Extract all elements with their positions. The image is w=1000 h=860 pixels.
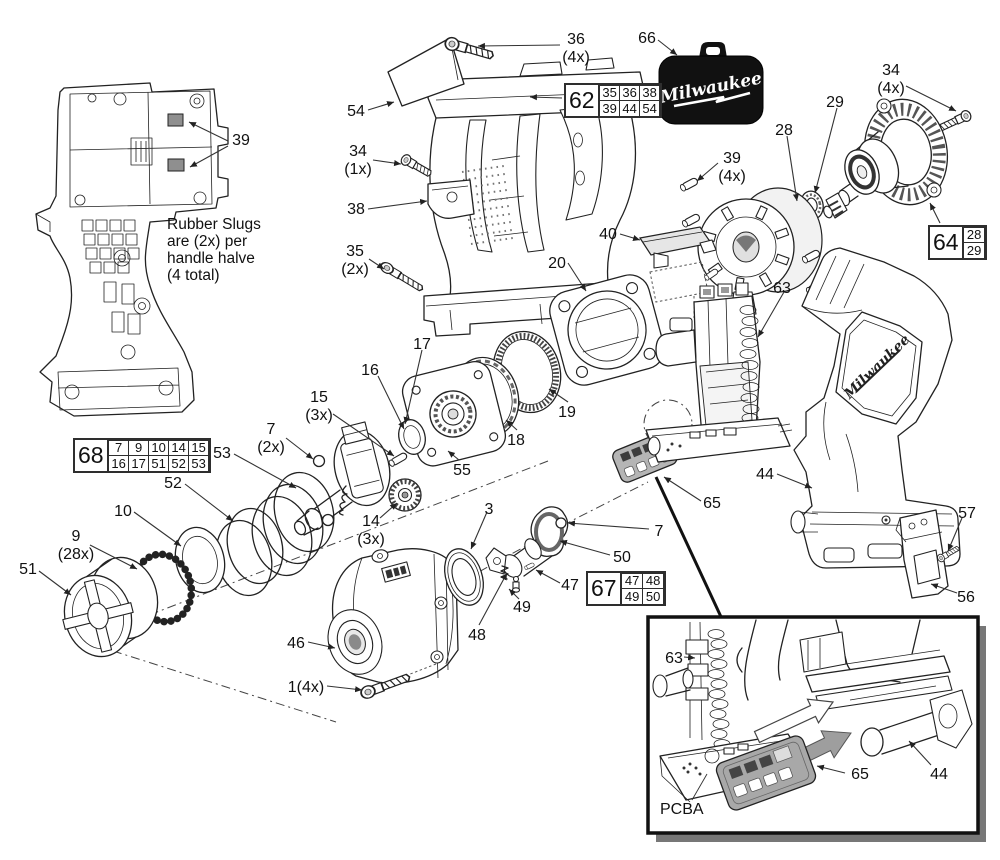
- callout-3: 3: [484, 501, 494, 518]
- pin-39: [680, 212, 702, 229]
- callout-54: 54: [347, 103, 365, 120]
- spring-washer-53: [251, 471, 335, 577]
- callout-15-3x: 15(3x): [305, 389, 333, 424]
- callout-49: 49: [513, 599, 531, 616]
- callout-46: 46: [287, 635, 305, 652]
- outline-arrow: [753, 698, 835, 744]
- callout-44: 44: [756, 466, 774, 483]
- callout-56: 56: [957, 589, 975, 606]
- hammer-case-46: [327, 548, 459, 684]
- pin-49: [511, 575, 521, 593]
- anvil-assembly: [485, 506, 569, 593]
- callout-20: 20: [548, 255, 566, 272]
- callout-55: 55: [453, 462, 471, 479]
- callout-40: 40: [599, 226, 617, 243]
- callout-66: 66: [638, 30, 656, 47]
- switch-assembly-63: [645, 282, 793, 463]
- washer-3: [444, 548, 484, 606]
- callout-7-2x: 7(2x): [257, 421, 285, 456]
- ref-box-67-number: 67: [591, 575, 617, 601]
- callout-39-4x: 39(4x): [718, 150, 746, 185]
- label-sheet-54: [387, 37, 465, 107]
- ref-box-68-number: 68: [78, 442, 104, 468]
- callout-1-4x: 1(4x): [287, 679, 325, 696]
- callout-50: 50: [613, 549, 631, 566]
- pcba-leader: [691, 773, 708, 801]
- rubber-slugs-note: Rubber Slugs are (2x) per handle halve (…: [167, 216, 261, 284]
- spindle-assembly: [293, 419, 426, 536]
- rotor-assembly: [788, 98, 949, 222]
- stator-assembly: [697, 187, 823, 317]
- callout-14-3x: 14(3x): [357, 513, 385, 548]
- inset-keypad-65: [715, 735, 817, 811]
- callout-28: 28: [775, 122, 793, 139]
- detail-circle: [643, 399, 693, 449]
- belt-clip-56: [895, 509, 949, 599]
- screw-35-2x: [378, 259, 426, 295]
- callout-10: 10: [114, 503, 132, 520]
- inset-callout-65: 65: [851, 766, 869, 783]
- callout-29: 29: [826, 94, 844, 111]
- callout-48: 48: [468, 627, 486, 644]
- callout-34-4x: 34(4x): [877, 62, 905, 97]
- clutch-cup-51: [62, 556, 159, 658]
- callout-17: 17: [413, 336, 431, 353]
- callout-52: 52: [164, 475, 182, 492]
- callout-53: 53: [213, 445, 231, 462]
- ref-box-64-number: 64: [933, 229, 959, 255]
- callout-16: 16: [361, 362, 379, 379]
- callout-35-2x: 35(2x): [341, 243, 369, 278]
- ref-box-62-number: 62: [569, 87, 595, 113]
- callout-9-28x: 9(28x): [57, 528, 95, 563]
- handle-half-drawing: [35, 82, 229, 417]
- leader-lines: [38, 39, 963, 774]
- callout-38: 38: [347, 201, 365, 218]
- callout-47: 47: [561, 577, 579, 594]
- tool-body-44: Milwaukee: [790, 247, 961, 569]
- callout-34-1x: 34(1x): [344, 143, 372, 178]
- carrying-case: Milwaukee: [658, 42, 764, 125]
- screw-34-1x: [398, 152, 435, 180]
- callout-18: 18: [507, 432, 525, 449]
- callout-7: 7: [654, 523, 664, 540]
- bearing-plate-20: [549, 274, 665, 386]
- ball-7: [321, 513, 335, 527]
- ball-7: [555, 517, 567, 529]
- inset-callout-63: 63: [665, 650, 683, 667]
- callout-39-handle: 39: [232, 132, 250, 149]
- callout-19: 19: [558, 404, 576, 421]
- callout-51: 51: [19, 561, 37, 578]
- pin-39: [678, 176, 700, 193]
- ball-7: [312, 454, 326, 468]
- inset-pointer-line: [654, 476, 724, 620]
- callout-63: 63: [773, 280, 791, 297]
- callout-57: 57: [958, 505, 976, 522]
- callout-36: 36(4x): [562, 31, 590, 66]
- inset-callout-44: 44: [930, 766, 948, 783]
- ref-box-64: 64 28 29: [928, 225, 987, 260]
- pcba-label: PCBA: [660, 801, 704, 818]
- callout-65: 65: [703, 495, 721, 512]
- inset-detail-box: [646, 615, 986, 842]
